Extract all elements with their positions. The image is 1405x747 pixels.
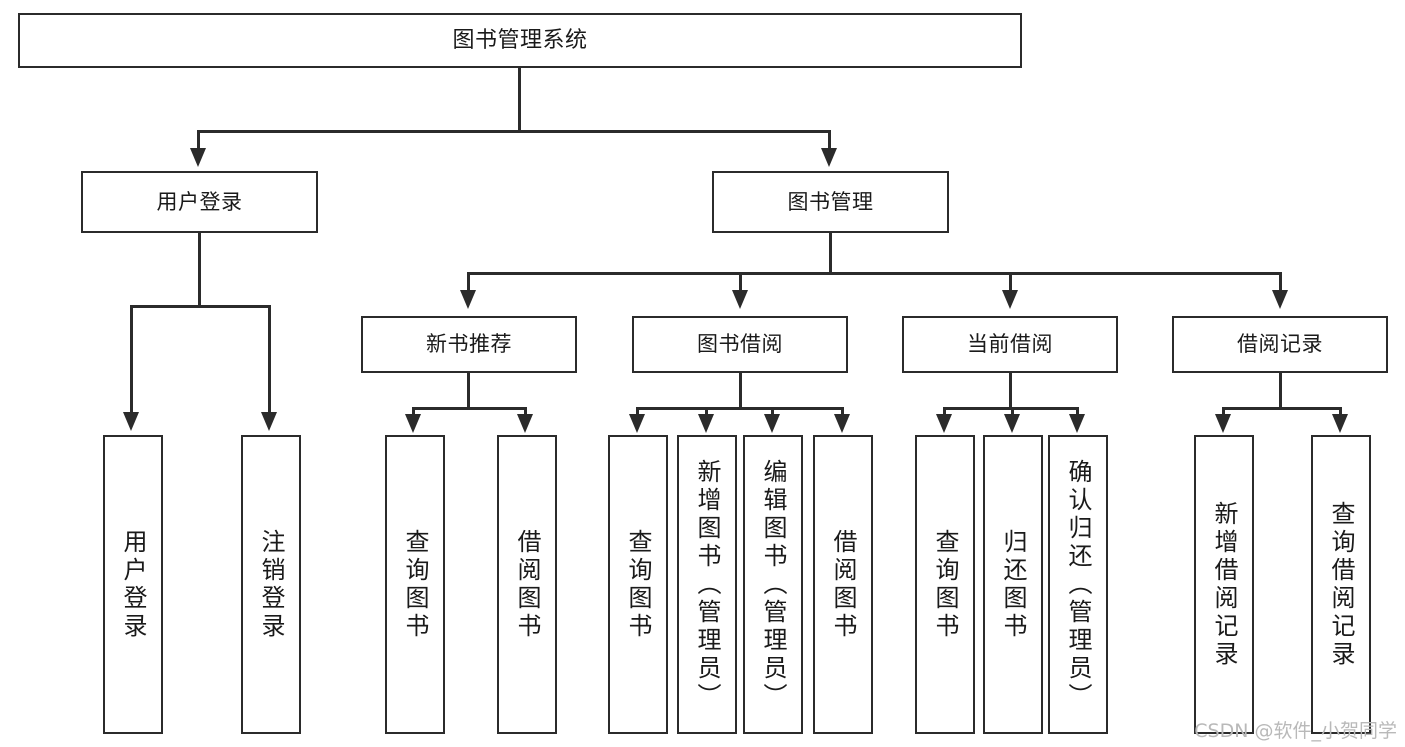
edge-root-bus <box>197 130 831 133</box>
edge-level3-bus <box>467 272 1282 275</box>
edge-level3-drop-1 <box>467 272 470 294</box>
node-label: 借阅图书 <box>513 528 541 641</box>
node-label: 新增借阅记录 <box>1210 500 1238 669</box>
arrow-to-leaf-newbook-1 <box>405 414 421 433</box>
edge-root-stem <box>518 68 521 131</box>
edge-borrow-bus <box>636 407 844 410</box>
arrow-to-leaf-current-1 <box>936 414 952 433</box>
arrow-to-leaf-current-2 <box>1004 414 1020 433</box>
node-label: 注销登录 <box>257 528 285 641</box>
node-label: 查询借阅记录 <box>1327 500 1355 669</box>
arrow-to-leaf-record-2 <box>1332 414 1348 433</box>
edge-userlogin-bus <box>130 305 271 308</box>
node-label: 借阅记录 <box>1237 332 1323 357</box>
edge-record-stem <box>1279 373 1282 409</box>
node-new-book-recommend[interactable]: 新书推荐 <box>361 316 577 373</box>
arrow-to-leaf-borrow-4 <box>834 414 850 433</box>
edge-userlogin-stem <box>198 233 201 307</box>
node-label: 借阅图书 <box>829 528 857 641</box>
node-label: 当前借阅 <box>967 332 1053 357</box>
node-label: 图书管理 <box>787 189 874 214</box>
edge-level3-drop-2 <box>739 272 742 294</box>
edge-level3-drop-4 <box>1279 272 1282 294</box>
edge-current-drop-2 <box>1011 407 1014 417</box>
leaf-user-login[interactable]: 用户登录 <box>103 435 163 734</box>
arrow-to-leaf-record-1 <box>1215 414 1231 433</box>
edge-newbook-drop-1 <box>412 407 415 417</box>
arrow-to-leaf-current-3 <box>1069 414 1085 433</box>
node-label: 用户登录 <box>156 189 243 214</box>
arrow-to-book-borrow <box>732 290 748 309</box>
leaf-borrow-edit-book-admin[interactable]: 编辑图书（管理员） <box>743 435 803 734</box>
node-label: 图书管理系统 <box>452 27 588 53</box>
arrow-to-leaf-borrow-3 <box>764 414 780 433</box>
node-label: 归还图书 <box>999 528 1027 641</box>
edge-current-drop-1 <box>943 407 946 417</box>
node-label: 新书推荐 <box>426 332 512 357</box>
watermark-text: CSDN @软件_小贺同学 <box>1194 720 1397 742</box>
leaf-current-confirm-return-admin[interactable]: 确认归还（管理员） <box>1048 435 1108 734</box>
edge-root-drop-right <box>828 130 831 152</box>
edge-root-drop-left <box>197 130 200 152</box>
leaf-record-query-record[interactable]: 查询借阅记录 <box>1311 435 1371 734</box>
leaf-newbook-borrow-book[interactable]: 借阅图书 <box>497 435 557 734</box>
node-label: 查询图书 <box>931 528 959 641</box>
node-label: 图书借阅 <box>697 332 783 357</box>
node-label: 新增图书（管理员） <box>693 458 721 711</box>
node-book-manage[interactable]: 图书管理 <box>712 171 949 233</box>
edge-bookmanage-stem <box>829 233 832 273</box>
edge-level3-drop-3 <box>1009 272 1012 294</box>
arrow-to-book-manage <box>821 148 837 167</box>
arrow-to-current-borrow <box>1002 290 1018 309</box>
leaf-record-add-record[interactable]: 新增借阅记录 <box>1194 435 1254 734</box>
arrow-to-leaf-newbook-2 <box>517 414 533 433</box>
node-label: 查询图书 <box>624 528 652 641</box>
leaf-borrow-borrow-book[interactable]: 借阅图书 <box>813 435 873 734</box>
arrow-to-borrow-record <box>1272 290 1288 309</box>
edge-borrow-stem <box>739 373 742 409</box>
arrow-to-new-book <box>460 290 476 309</box>
arrow-to-leaf-borrow-1 <box>629 414 645 433</box>
edge-newbook-bus <box>412 407 527 410</box>
edge-record-drop-2 <box>1339 407 1342 417</box>
leaf-current-return-book[interactable]: 归还图书 <box>983 435 1043 734</box>
edge-current-drop-3 <box>1076 407 1079 417</box>
node-root-system[interactable]: 图书管理系统 <box>18 13 1022 68</box>
leaf-logout[interactable]: 注销登录 <box>241 435 301 734</box>
edge-record-bus <box>1222 407 1342 410</box>
edge-current-stem <box>1009 373 1012 409</box>
node-label: 查询图书 <box>401 528 429 641</box>
edge-newbook-drop-2 <box>524 407 527 417</box>
arrow-to-user-login <box>190 148 206 167</box>
leaf-newbook-query-book[interactable]: 查询图书 <box>385 435 445 734</box>
edge-borrow-drop-1 <box>636 407 639 417</box>
node-current-borrow[interactable]: 当前借阅 <box>902 316 1118 373</box>
node-borrow-record[interactable]: 借阅记录 <box>1172 316 1388 373</box>
node-label: 编辑图书（管理员） <box>759 458 787 711</box>
edge-borrow-drop-3 <box>771 407 774 417</box>
leaf-current-query-book[interactable]: 查询图书 <box>915 435 975 734</box>
leaf-borrow-query-book[interactable]: 查询图书 <box>608 435 668 734</box>
leaf-borrow-add-book-admin[interactable]: 新增图书（管理员） <box>677 435 737 734</box>
edge-record-drop-1 <box>1222 407 1225 417</box>
node-label: 确认归还（管理员） <box>1064 458 1092 711</box>
node-user-login[interactable]: 用户登录 <box>81 171 318 233</box>
node-label: 用户登录 <box>119 528 147 641</box>
node-book-borrow[interactable]: 图书借阅 <box>632 316 848 373</box>
edge-userlogin-drop-1 <box>130 305 133 415</box>
arrow-to-leaf-user-login <box>123 412 139 431</box>
edge-borrow-drop-2 <box>705 407 708 417</box>
edge-newbook-stem <box>467 373 470 409</box>
arrow-to-leaf-logout <box>261 412 277 431</box>
edge-userlogin-drop-2 <box>268 305 271 415</box>
edge-borrow-drop-4 <box>841 407 844 417</box>
arrow-to-leaf-borrow-2 <box>698 414 714 433</box>
